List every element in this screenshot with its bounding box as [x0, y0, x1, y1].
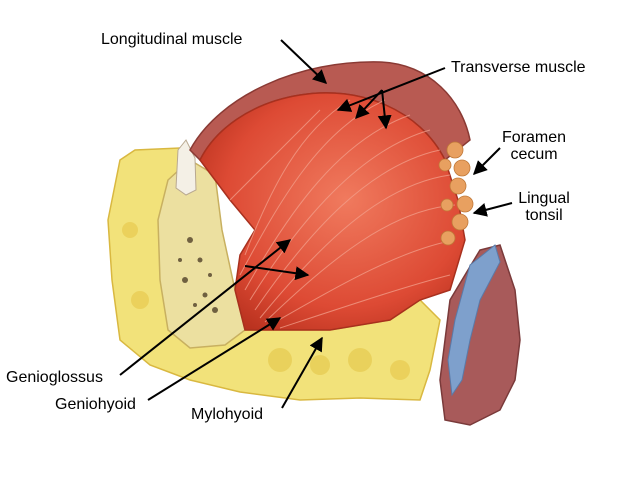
label-transverse-muscle: Transverse muscle	[451, 59, 586, 76]
label-lingual-line2: tonsil	[525, 207, 563, 224]
arrow-genioglossus-2	[244, 265, 310, 281]
arrow-geniohyoid	[147, 317, 282, 401]
fat-lobules	[122, 222, 410, 380]
arrow-transverse-2	[355, 89, 383, 120]
label-genioglossus: Genioglossus	[6, 369, 103, 386]
incisor-tooth	[175, 139, 197, 196]
label-longitudinal-muscle: Longitudinal muscle	[101, 31, 243, 48]
label-lingual-line1: Lingual	[518, 190, 570, 207]
arrow-transverse-1	[336, 67, 446, 112]
tongue-muscle-body	[199, 92, 466, 331]
arrow-foramen	[473, 147, 501, 175]
label-foramen-line1: Foramen	[501, 129, 567, 146]
bone-marrow-spots	[178, 237, 218, 313]
label-arrows	[119, 39, 513, 409]
arrow-transverse-3	[377, 89, 392, 130]
arrow-lingual	[472, 202, 513, 217]
arrow-genioglossus-1	[119, 239, 292, 376]
label-mylohyoid: Mylohyoid	[191, 406, 264, 423]
label-foramen-cecum: Foramen cecum	[500, 129, 568, 163]
label-foramen-line2: cecum	[510, 146, 558, 163]
arrow-mylohyoid	[281, 336, 323, 409]
label-lingual-tonsil: Lingual tonsil	[514, 190, 574, 224]
epiglottis	[447, 244, 501, 397]
label-geniohyoid: Geniohyoid	[55, 396, 136, 413]
arrow-longitudinal	[280, 39, 328, 84]
